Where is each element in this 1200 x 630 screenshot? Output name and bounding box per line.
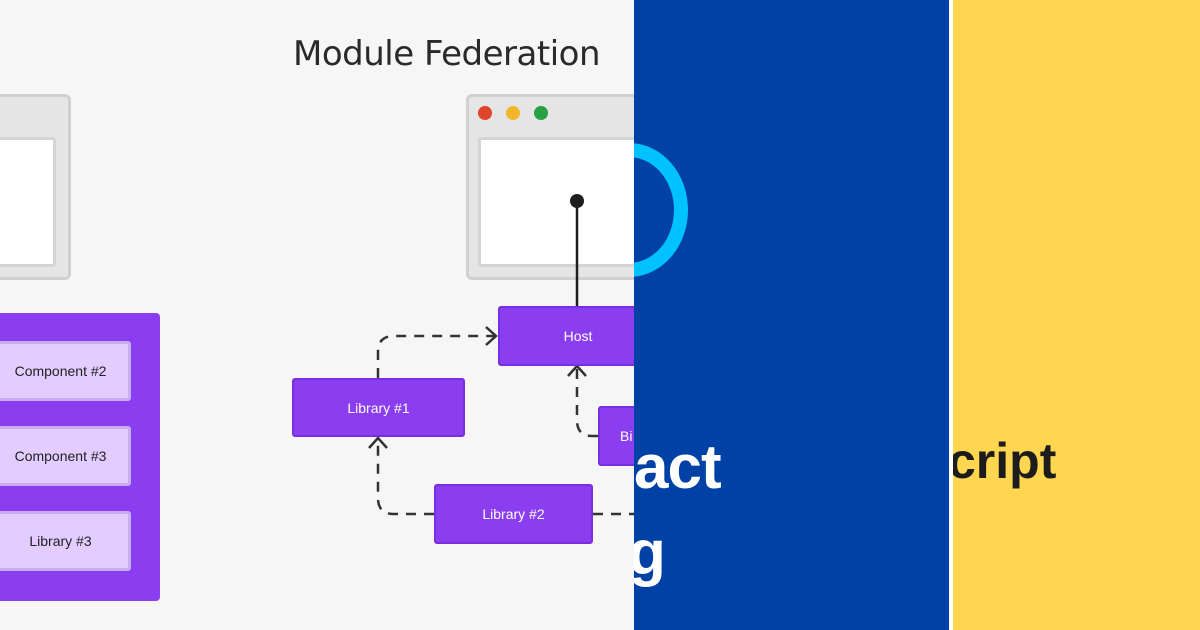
host-node: Host — [498, 306, 634, 366]
library2-to-library1-arrowhead — [368, 436, 388, 449]
library1-to-host-arrow — [376, 334, 496, 378]
library2-to-library1-arrow — [376, 438, 434, 516]
close-dot-icon — [478, 106, 492, 120]
react-title-line-2: g — [634, 519, 666, 588]
library1-to-host-arrowhead — [485, 326, 498, 346]
maximize-dot-icon — [534, 106, 548, 120]
host-browser-window — [466, 94, 634, 280]
container-item-component-3: Component #3 — [0, 426, 131, 486]
react-panel: act g — [634, 0, 949, 630]
partial-node-to-host-arrow — [575, 366, 598, 438]
react-logo-icon — [634, 143, 688, 277]
left-browser-viewport — [0, 137, 56, 267]
host-window-link-endpoint — [570, 194, 584, 208]
library-1-node: Library #1 — [292, 378, 465, 437]
typescript-title: cript — [949, 433, 1057, 489]
container-item-component-2: Component #2 — [0, 341, 131, 401]
typescript-panel: cript — [949, 0, 1200, 630]
react-title-line-1: act — [634, 433, 722, 502]
container-item-library-3: Library #3 — [0, 511, 131, 571]
library-2-node: Library #2 — [434, 484, 593, 544]
host-browser-viewport — [478, 137, 634, 267]
diagram-panel: Module Federation Component #2 Component… — [0, 34, 634, 601]
diagram-connectors — [368, 194, 634, 516]
app-container: Component #2 Component #3 Library #3 — [0, 313, 160, 601]
partial-node: Bi — [598, 406, 634, 466]
left-browser-window — [0, 94, 71, 280]
diagram-title: Module Federation — [293, 34, 601, 74]
minimize-dot-icon — [506, 106, 520, 120]
partial-node-to-host-arrowhead — [567, 364, 587, 377]
